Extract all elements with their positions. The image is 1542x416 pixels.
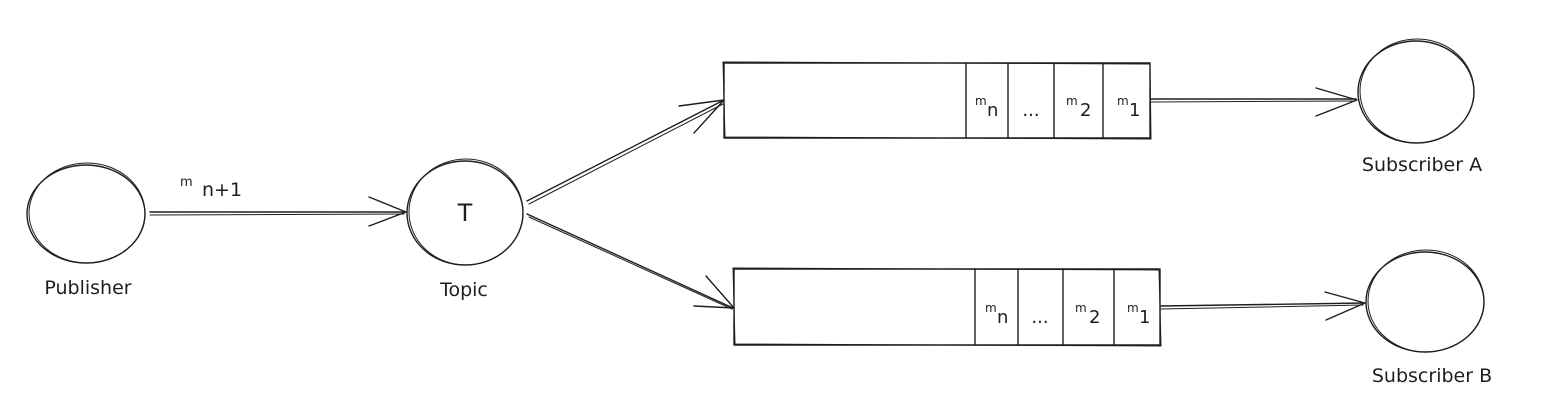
queue-a-cell-m1-index: 1 xyxy=(1129,100,1140,121)
topic-symbol: T xyxy=(457,199,473,227)
publisher-label: Publisher xyxy=(44,277,131,299)
subscriber-a-circle xyxy=(1357,40,1475,144)
queue-b-cell-m2-prefix: m xyxy=(1075,301,1087,315)
subscriber-b-label: Subscriber B xyxy=(1372,365,1492,387)
queue-b-cell-m2-index: 2 xyxy=(1089,307,1100,328)
queue-a-cell-m1-prefix: m xyxy=(1117,94,1129,108)
topic-label: Topic xyxy=(439,279,488,301)
queue-b-cell-m1-prefix: m xyxy=(1127,301,1139,315)
subscriber-a-label: Subscriber A xyxy=(1362,154,1482,176)
queue-a-cell-mn-index: n xyxy=(987,100,998,121)
arrow-topic-to-queue-a xyxy=(526,99,725,205)
queue-b-cell-mn-index: n xyxy=(997,307,1008,328)
queue-b-cell-m2: m 2 xyxy=(1075,301,1100,328)
arrow-topic-to-queue-b xyxy=(526,213,735,310)
topic-node: T Topic xyxy=(406,158,524,301)
arrow-queue-b-to-subscriber-b xyxy=(1160,291,1366,321)
queue-a-cell-ellipsis: ... xyxy=(1022,100,1039,121)
publisher-node: Publisher xyxy=(26,162,146,299)
queue-b-cell-ellipsis-text: ... xyxy=(1031,307,1048,328)
queue-a: m n ... m 2 m 1 xyxy=(722,61,1152,140)
publisher-circle-sketch xyxy=(28,162,146,264)
incoming-message-index: n+1 xyxy=(202,179,242,201)
queue-b-cell-mn-prefix: m xyxy=(985,301,997,315)
queue-a-cell-mn-prefix: m xyxy=(975,94,987,108)
incoming-message-label: m n+1 xyxy=(180,175,242,201)
queue-a-cell-ellipsis-text: ... xyxy=(1022,100,1039,121)
subscriber-b-circle xyxy=(1365,251,1485,353)
incoming-message-prefix: m xyxy=(180,175,193,190)
queue-b: m n ... m 2 m 1 xyxy=(732,267,1162,347)
queue-a-cell-mn: m n xyxy=(975,94,998,121)
queue-a-cell-m2-index: 2 xyxy=(1080,100,1091,121)
subscriber-a-node: Subscriber A xyxy=(1357,38,1482,176)
queue-a-cell-m2: m 2 xyxy=(1066,94,1091,121)
queue-a-cell-m1: m 1 xyxy=(1117,94,1140,121)
queue-b-cell-m1: m 1 xyxy=(1127,301,1150,328)
subscriber-b-circle-sketch xyxy=(1367,249,1485,353)
queue-a-cell-m2-prefix: m xyxy=(1066,94,1078,108)
queue-b-cell-mn: m n xyxy=(985,301,1008,328)
queue-b-cell-ellipsis: ... xyxy=(1031,307,1048,328)
topic-circle-sketch xyxy=(408,158,524,266)
arrow-publisher-to-topic xyxy=(149,196,407,227)
subscriber-a-circle-sketch xyxy=(1359,38,1475,144)
queue-b-cell-m1-index: 1 xyxy=(1139,307,1150,328)
publisher-circle xyxy=(26,164,146,264)
subscriber-b-node: Subscriber B xyxy=(1365,249,1492,387)
arrow-queue-a-to-subscriber-a xyxy=(1150,87,1358,117)
